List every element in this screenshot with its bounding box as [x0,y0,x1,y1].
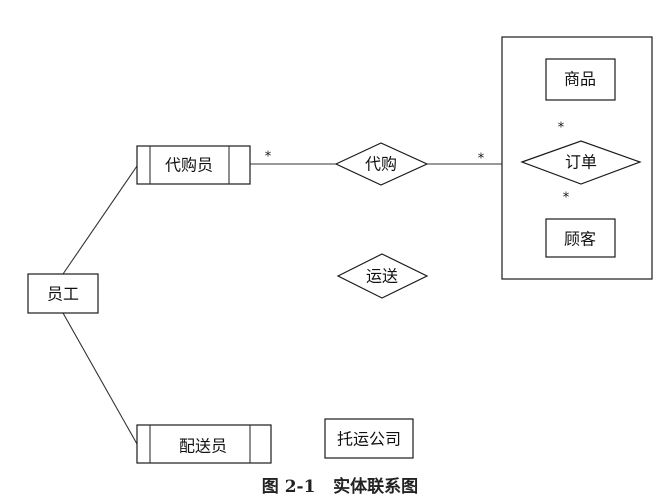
entity-label: 配送员 [179,437,227,456]
entity-employee[interactable]: 员工 [27,273,99,314]
entity-label: 托运公司 [337,430,401,449]
entity-label: 顾客 [564,230,596,249]
relationship-label: 订单 [565,153,597,172]
relationship-purchase[interactable]: 代购 [334,142,429,186]
entity-delivery-person[interactable]: 配送员 [136,424,272,464]
figure-caption: 图 2-1 实体联系图 [262,476,418,497]
connector-employee-delivery [62,312,138,445]
relationship-order[interactable]: 订单 [520,140,642,185]
entity-label: 代购员 [165,156,213,175]
entity-shipping-company[interactable]: 托运公司 [324,418,414,459]
entity-label: 员工 [47,285,79,304]
entity-purchasing-agent[interactable]: 代购员 [136,145,251,185]
relationship-label: 代购 [365,155,397,174]
cardinality-marker: * [265,150,272,165]
cardinality-marker: * [563,191,570,206]
entity-product[interactable]: 商品 [545,58,616,101]
entity-label: 商品 [564,70,596,89]
connector-employee-agent [62,165,138,275]
relationship-transport[interactable]: 运送 [336,253,429,299]
cardinality-marker: * [558,121,565,136]
entity-customer[interactable]: 顾客 [545,218,616,258]
cardinality-marker: * [478,152,485,167]
relationship-label: 运送 [366,267,398,286]
